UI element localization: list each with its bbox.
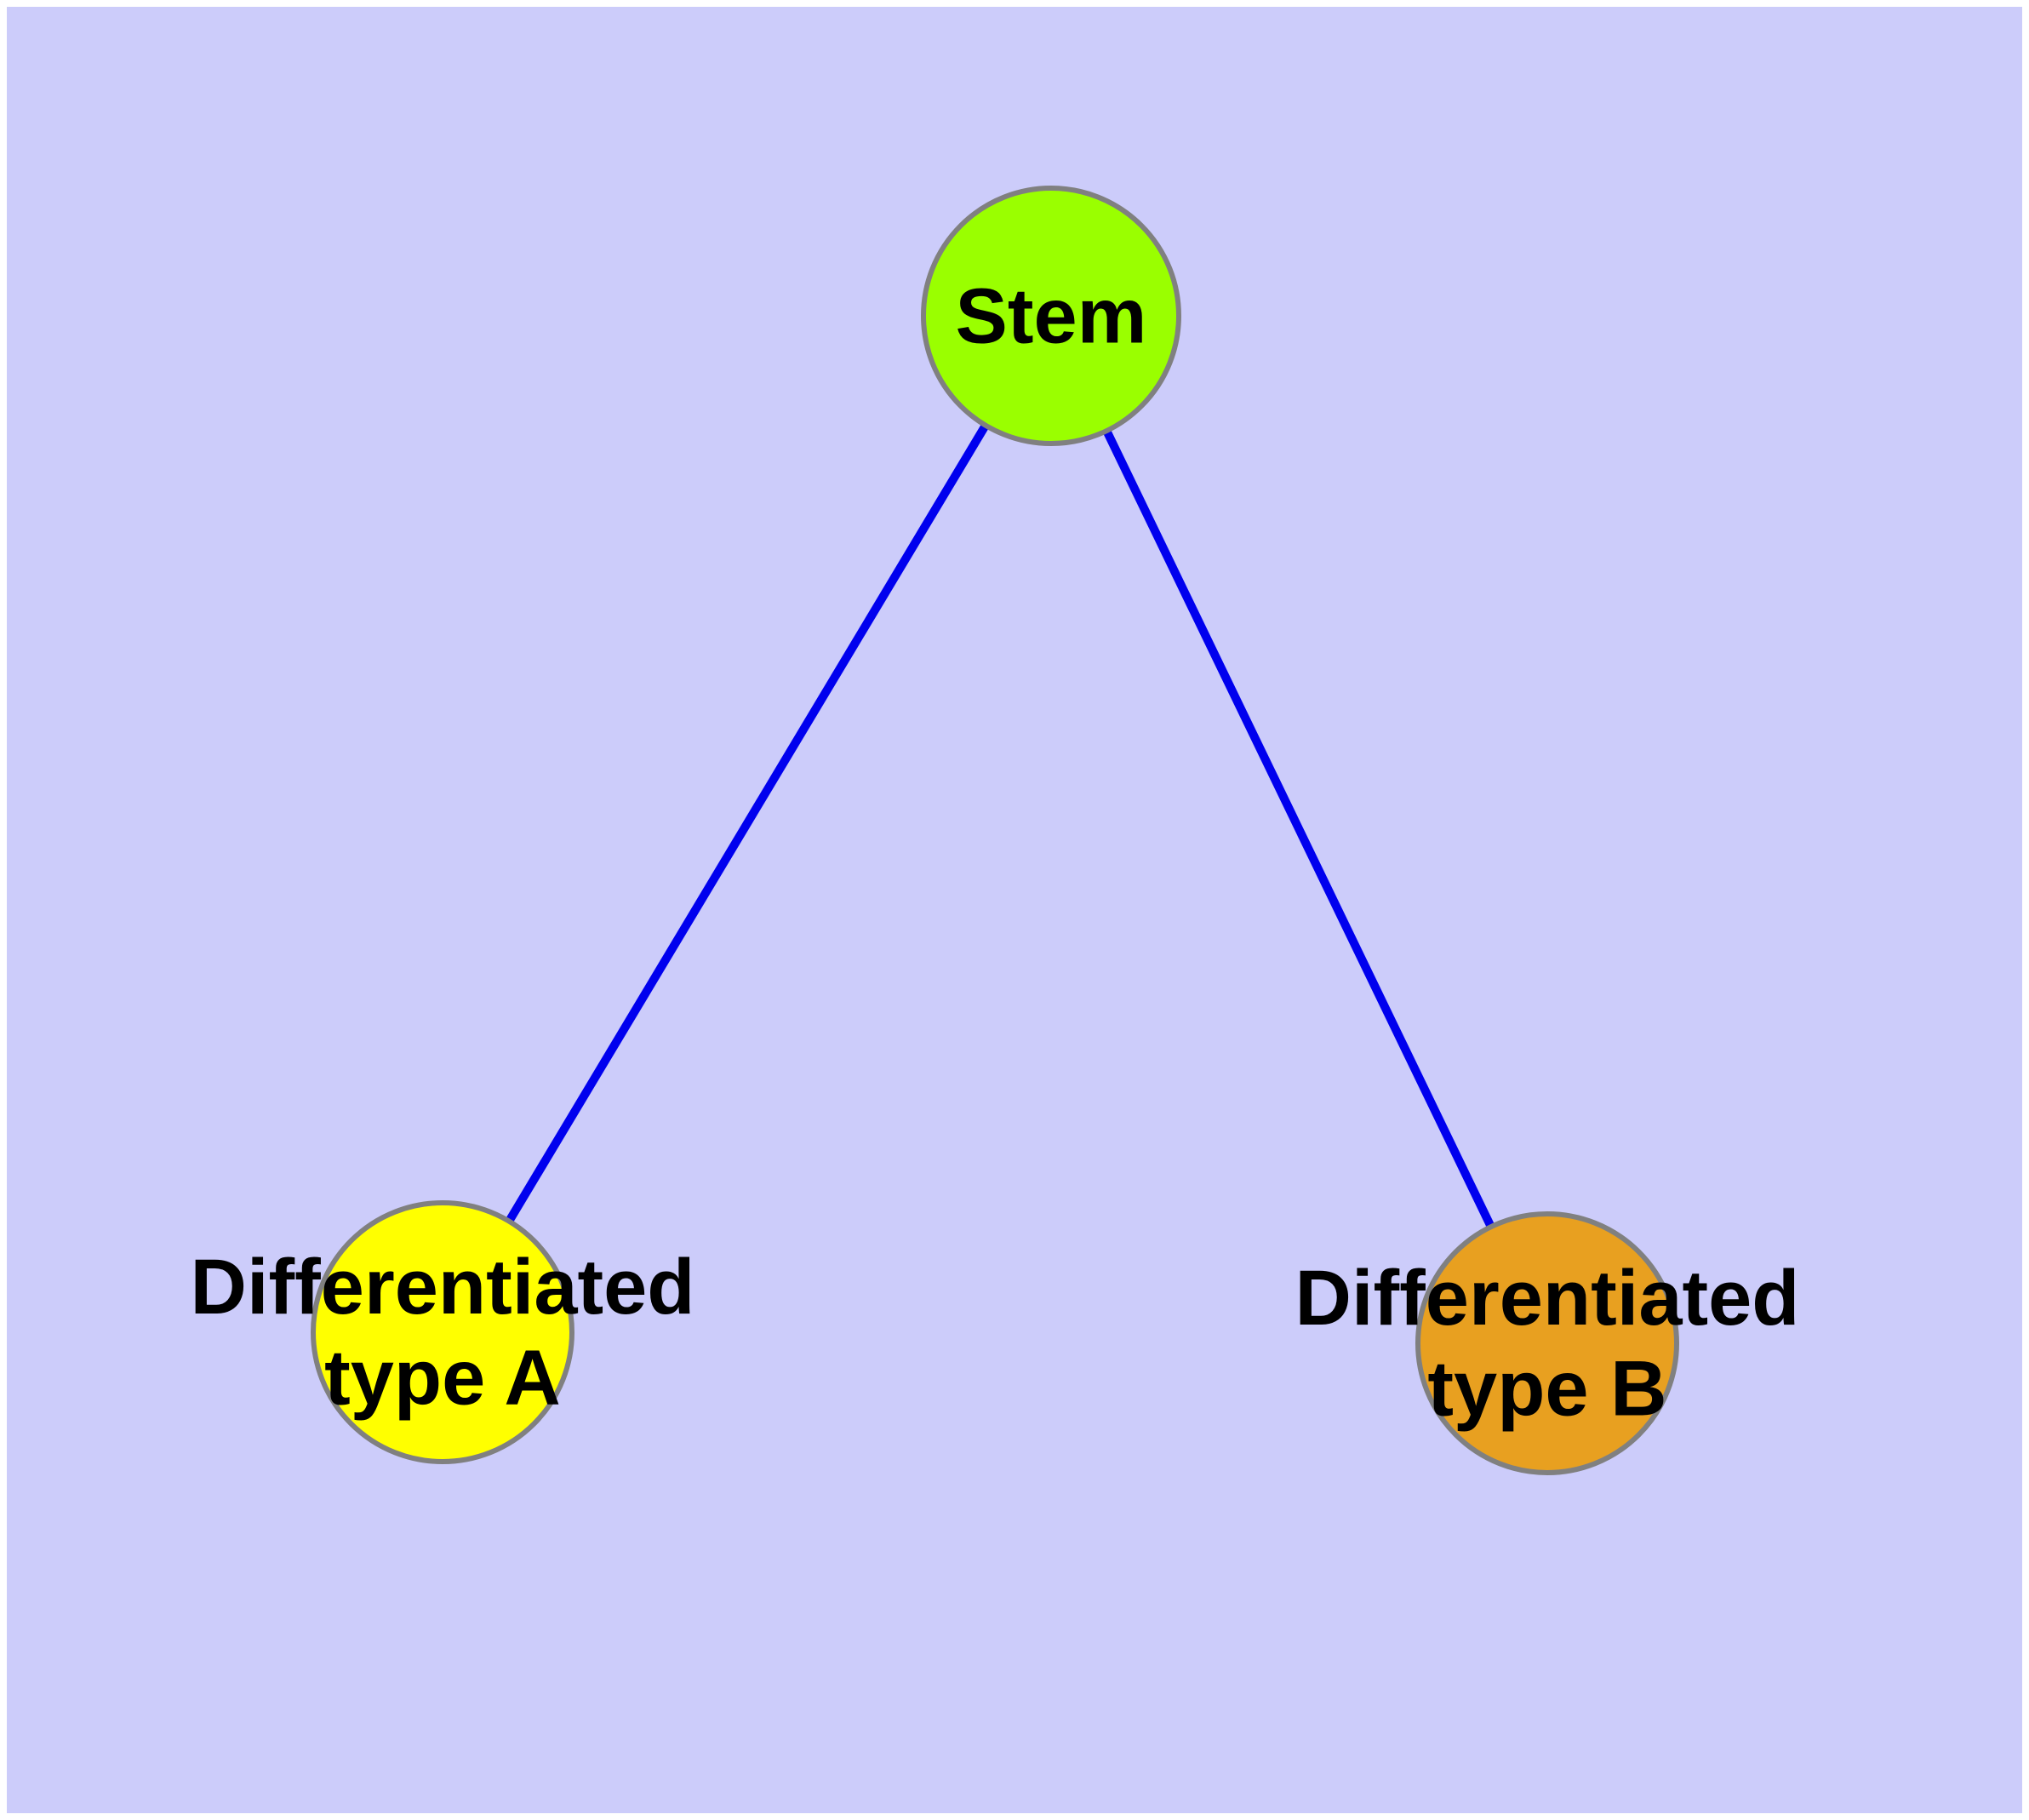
nodes-layer bbox=[311, 186, 1679, 1475]
node-differentiated-type-b-circle[interactable] bbox=[1415, 1211, 1679, 1475]
node-label-line: Differentiated bbox=[191, 1244, 695, 1331]
node-stem-circle[interactable] bbox=[921, 186, 1181, 446]
node-differentiated-type-b[interactable] bbox=[1415, 1211, 1679, 1475]
node-stem[interactable] bbox=[921, 186, 1181, 446]
node-differentiated-type-a-circle[interactable] bbox=[311, 1200, 574, 1464]
node-stem-label: Stem bbox=[956, 272, 1147, 359]
node-label-line: Differentiated bbox=[1295, 1255, 1800, 1342]
node-label-line: type A bbox=[324, 1335, 561, 1422]
node-differentiated-type-a[interactable] bbox=[311, 1200, 574, 1464]
edge-stem-to-differentiated-type-a[interactable] bbox=[438, 313, 1055, 1335]
edges-layer bbox=[438, 313, 1552, 1346]
edge-stem-to-differentiated-type-b[interactable] bbox=[1047, 313, 1552, 1346]
node-label-line: Stem bbox=[956, 272, 1147, 359]
node-label-line: type B bbox=[1427, 1346, 1666, 1433]
